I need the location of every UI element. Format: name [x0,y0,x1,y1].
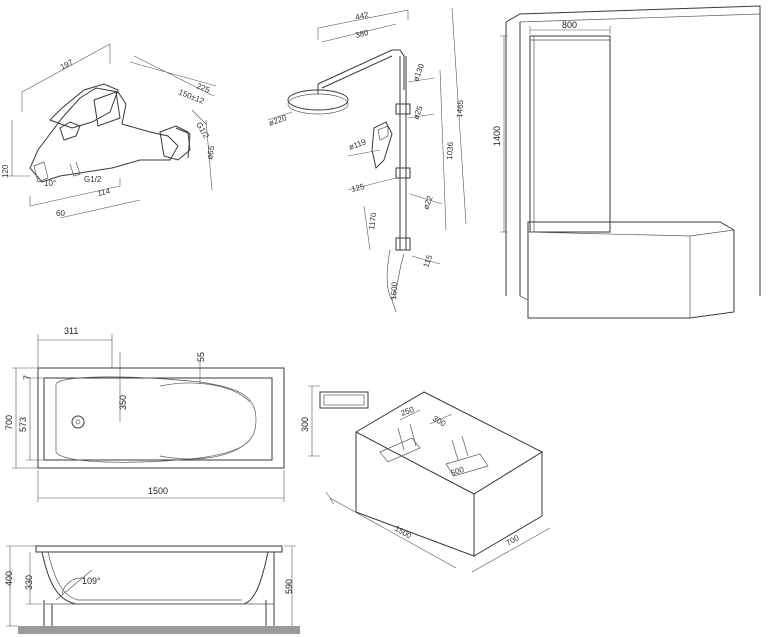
shower-dim-1036: 1036 [445,141,455,160]
shower-dim-d220: ø220 [268,113,289,128]
shower-column-drawing: 442 380 ø220 ø130 ø25 1036 1465 ø119 125… [268,7,467,313]
shower-dim-1500: 1500 [389,281,399,300]
shower-dim-115: 115 [421,253,434,269]
screen-height-label: 1400 [492,126,502,146]
side-dim-590: 590 [284,579,294,594]
screen-width-label: 800 [562,20,577,30]
faucet-drawing: 197 225 150±12 G1/2 ø65 120 10° G1/2 114… [1,43,216,219]
faucet-dim-d65: ø65 [205,145,216,161]
iso-dim-300: 300 [431,414,448,429]
plan-dim-7: 7 [22,375,32,380]
tub-side-drawing: 400 330 109° 590 [4,545,300,634]
plan-dim-350: 350 [118,395,128,410]
iso-dim-250: 250 [400,405,416,418]
side-dim-400: 400 [4,571,14,586]
shower-dim-d25: ø25 [411,104,424,121]
side-dim-angle: 109° [82,576,101,586]
plan-dim-55: 55 [196,352,206,362]
plan-dim-1500: 1500 [148,486,168,496]
side-dim-330: 330 [24,575,34,590]
shower-dim-d22: ø22 [421,194,434,211]
tub-iso-drawing: 250 300 500 1500 700 [325,391,551,573]
plan-dim-700: 700 [4,415,14,430]
shower-dim-1170: 1170 [367,211,378,230]
tub-plan-drawing: 311 55 350 700 573 7 300 1500 [4,326,369,502]
faucet-dim-10deg: 10° [44,179,56,188]
shower-dim-380: 380 [354,28,370,40]
shower-dim-442: 442 [354,10,370,22]
iso-dim-500: 500 [450,465,466,478]
faucet-dim-225: 225 [195,82,211,96]
shower-dim-1465: 1465 [455,99,465,118]
faucet-dim-60: 60 [56,209,65,218]
faucet-dim-g12-right: G1/2 [194,121,211,141]
faucet-dim-114: 114 [97,186,112,198]
faucet-dim-g12-bottom: G1/2 [84,175,102,184]
plan-dim-573: 573 [18,417,28,432]
faucet-dim-197: 197 [59,57,75,71]
faucet-dim-120: 120 [1,164,10,178]
plan-dim-300: 300 [300,417,310,432]
shower-dim-d119: ø119 [348,137,368,152]
bath-screen-drawing: 800 1400 [492,5,761,319]
shower-dim-125: 125 [350,182,366,194]
plan-dim-311: 311 [64,326,78,336]
